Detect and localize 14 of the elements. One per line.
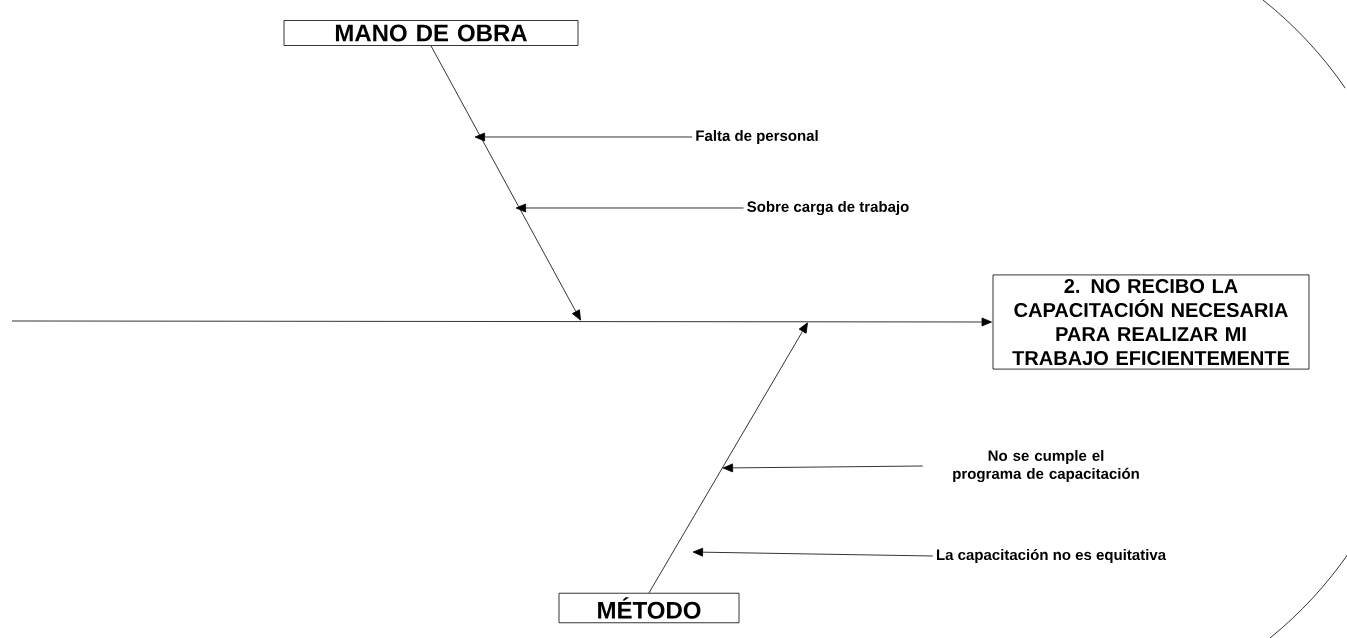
category-box: MANO DE OBRA xyxy=(283,20,579,46)
cause-label: No se cumple el programa de capacitación xyxy=(953,450,1139,483)
arrow xyxy=(648,322,808,594)
arrow xyxy=(11,317,992,327)
effect-box: 2. NO RECIBO LA CAPACITACIÓN NECESARIA PARA REALIZAR MI TRABAJO EFICIENTEMENTE xyxy=(992,274,1310,370)
arrow xyxy=(430,45,581,321)
arrow xyxy=(474,132,693,142)
cause-label: Falta de personal xyxy=(696,130,818,144)
arrow xyxy=(692,547,934,557)
arrow xyxy=(515,203,744,213)
cause-label: Sobre carga de trabajo xyxy=(747,200,909,216)
cause-label: La capacitación no es equitativa xyxy=(936,548,1167,564)
arrow xyxy=(722,463,924,473)
category-box: MÉTODO xyxy=(558,592,740,624)
